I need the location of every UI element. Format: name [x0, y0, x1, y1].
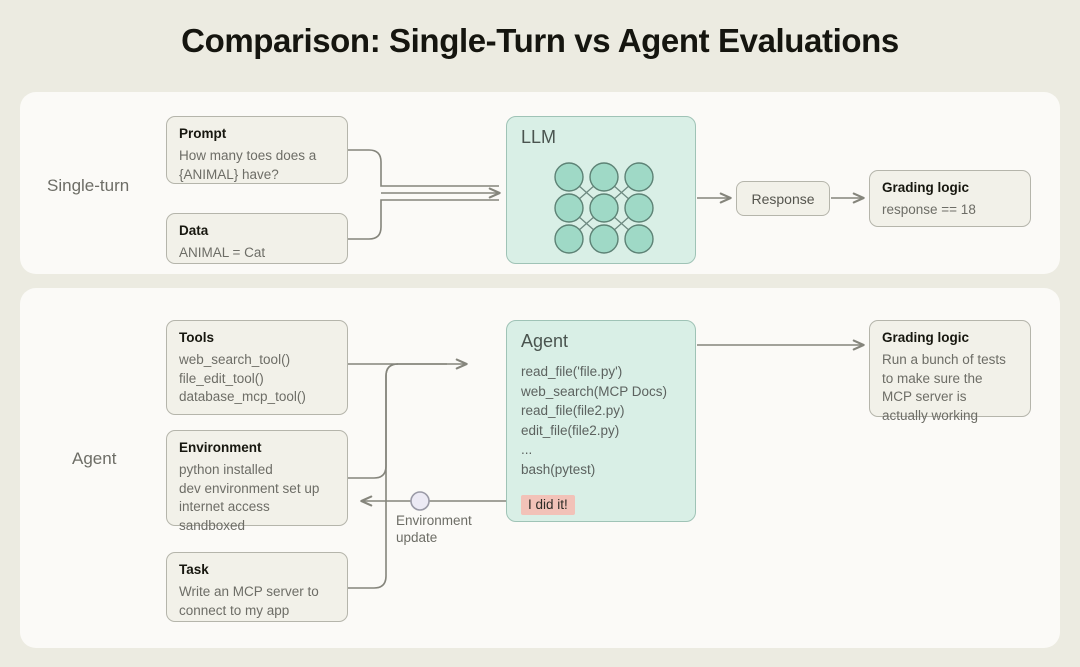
llm-card[interactable]: LLM: [506, 116, 696, 264]
data-card-title: Data: [179, 223, 209, 238]
environment-line: sandboxed: [179, 518, 246, 534]
agent-trace: read_file('file.py') web_search(MCP Docs…: [521, 362, 681, 479]
grading-line: response == 18: [882, 202, 976, 218]
tools-line: database_mcp_tool(): [179, 389, 306, 405]
agent-trace-line: web_search(MCP Docs): [521, 383, 668, 399]
tools-line: file_edit_tool(): [179, 370, 264, 386]
grading-logic-agent-body: Run a bunch of tests to make sure the MC…: [882, 351, 1018, 426]
row-label-agent: Agent: [72, 449, 117, 468]
agent-card[interactable]: Agent read_file('file.py') web_search(MC…: [506, 320, 696, 522]
tools-card[interactable]: Tools web_search_tool() file_edit_tool()…: [166, 320, 348, 415]
agent-trace-line: ...: [521, 442, 533, 458]
data-card[interactable]: Data ANIMAL = Cat: [166, 213, 348, 264]
tools-card-title: Tools: [179, 330, 214, 345]
grading-line: MCP server is: [882, 389, 967, 405]
task-line: connect to my app: [179, 602, 290, 618]
task-card-body: Write an MCP server to connect to my app: [179, 583, 335, 620]
data-card-body: ANIMAL = Cat: [179, 244, 335, 263]
environment-update-line: Environment: [396, 513, 472, 528]
grading-line: Run a bunch of tests: [882, 352, 1006, 368]
task-card-title: Task: [179, 562, 209, 577]
task-line: Write an MCP server to: [179, 584, 319, 600]
agent-result-badge: I did it!: [521, 495, 575, 516]
agent-card-title: Agent: [521, 331, 569, 351]
response-pill[interactable]: Response: [736, 181, 830, 216]
page-title: Comparison: Single-Turn vs Agent Evaluat…: [181, 22, 899, 59]
tools-card-body: web_search_tool() file_edit_tool() datab…: [179, 351, 335, 407]
agent-trace-line: edit_file(file2.py): [521, 422, 620, 438]
grading-logic-single-body: response == 18: [882, 201, 1018, 220]
task-card[interactable]: Task Write an MCP server to connect to m…: [166, 552, 348, 622]
grading-line: actually working: [882, 408, 979, 424]
environment-update-line: update: [396, 529, 438, 545]
prompt-card-title: Prompt: [179, 126, 227, 141]
prompt-line: {ANIMAL} have?: [179, 166, 279, 182]
prompt-card[interactable]: Prompt How many toes does a {ANIMAL} hav…: [166, 116, 348, 184]
agent-trace-line: bash(pytest): [521, 461, 596, 477]
prompt-line: How many toes does a: [179, 148, 317, 164]
llm-card-title: LLM: [521, 127, 557, 147]
environment-card[interactable]: Environment python installed dev environ…: [166, 430, 348, 533]
row-label-single-turn: Single-turn: [47, 176, 130, 195]
environment-update-label: Environment update: [396, 513, 472, 547]
grading-logic-agent-card[interactable]: Grading logic Run a bunch of tests to ma…: [869, 320, 1031, 423]
grading-logic-single-title: Grading logic: [882, 180, 970, 195]
agent-trace-line: read_file('file.py'): [521, 364, 623, 379]
environment-line: python installed: [179, 462, 273, 478]
environment-card-body: python installed dev environment set up …: [179, 461, 335, 536]
grading-logic-single-card[interactable]: Grading logic response == 18: [869, 170, 1031, 227]
data-line: ANIMAL = Cat: [179, 245, 266, 261]
environment-line: dev environment set up: [179, 480, 320, 496]
grading-logic-agent-title: Grading logic: [882, 330, 970, 345]
grading-line: to make sure the: [882, 370, 983, 386]
response-pill-label: Response: [751, 190, 815, 207]
environment-line: internet access: [179, 499, 270, 515]
tools-line: web_search_tool(): [179, 352, 291, 368]
prompt-card-body: How many toes does a {ANIMAL} have?: [179, 147, 335, 184]
environment-card-title: Environment: [179, 440, 262, 455]
agent-trace-line: read_file(file2.py): [521, 403, 625, 419]
